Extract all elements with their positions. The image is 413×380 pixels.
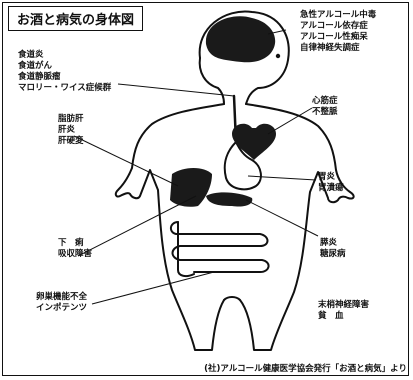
brain-label-line: 急性アルコール中毒 <box>300 10 376 21</box>
brain-shape <box>206 16 275 62</box>
liver-label: 脂肪肝 肝炎 肝硬変 <box>58 114 84 147</box>
body-outline-left <box>116 104 224 350</box>
heart-label-line: 心筋症 <box>312 96 338 107</box>
heart-label: 心筋症 不整脈 <box>312 96 338 118</box>
nerves-label-line: 末梢神経障害 <box>318 300 369 311</box>
diagram-title: お酒と病気の身体図 <box>8 6 143 31</box>
pancreas-label: 膵炎 糖尿病 <box>320 238 346 260</box>
intestine-label: 下 痢 吸収障害 <box>58 238 92 260</box>
esophagus-label-line: マロリー・ワイス症候群 <box>18 83 111 94</box>
esophagus-label-line: 食道静脈瘤 <box>18 72 111 83</box>
brain-label: 急性アルコール中毒 アルコール依存症 アルコール性痴呆 自律神経失調症 <box>300 10 376 54</box>
reproductive-label-line: 卵巣機能不全 <box>36 292 87 303</box>
intestine-label-line: 下 痢 <box>58 238 92 249</box>
pancreas-label-line: 膵炎 <box>320 238 346 249</box>
brain-label-line: アルコール性痴呆 <box>300 32 376 43</box>
stomach-label-line: 胃潰瘍 <box>318 183 344 194</box>
reproductive-label-line: インポテンツ <box>36 303 87 314</box>
pancreas-label-line: 糖尿病 <box>320 249 346 260</box>
esophagus-label-line: 食道炎 <box>18 50 111 61</box>
brain-label-line: 自律神経失調症 <box>300 43 376 54</box>
stomach-label: 胃炎 胃潰瘍 <box>318 172 344 194</box>
heart-label-line: 不整脈 <box>312 107 338 118</box>
nerves-label: 末梢神経障害 貧 血 <box>318 300 369 322</box>
pancreas-shape <box>206 192 252 206</box>
stomach-label-line: 胃炎 <box>318 172 344 183</box>
heart-shape <box>232 124 276 160</box>
reproductive-label: 卵巣機能不全 インポテンツ <box>36 292 87 314</box>
liver-label-line: 肝硬変 <box>58 136 84 147</box>
source-credit: (社)アルコール健康医学協会発行「お酒と病気」より <box>204 362 407 374</box>
liver-label-line: 脂肪肝 <box>58 114 84 125</box>
intestine-label-line: 吸収障害 <box>58 249 92 260</box>
esophagus-label: 食道炎 食道がん 食道静脈瘤 マロリー・ワイス症候群 <box>18 50 111 94</box>
brain-label-line: アルコール依存症 <box>300 21 376 32</box>
liver-label-line: 肝炎 <box>58 125 84 136</box>
nerves-label-line: 貧 血 <box>318 311 369 322</box>
esophagus-label-line: 食道がん <box>18 61 111 72</box>
intestine-outline <box>171 222 269 272</box>
